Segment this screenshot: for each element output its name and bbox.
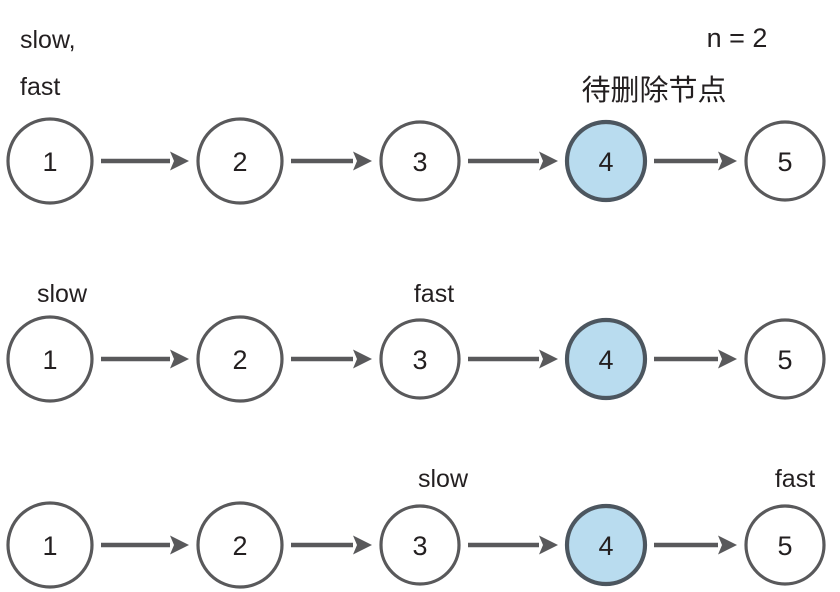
- pointer-label-text: slow: [37, 280, 88, 308]
- node-circle-highlighted: [564, 119, 648, 203]
- node-3[interactable]: 3: [379, 318, 461, 400]
- node-value-label: 5: [777, 531, 792, 561]
- node-value-label: 4: [598, 345, 613, 375]
- node-5[interactable]: 5: [744, 120, 826, 202]
- node-value-label: 2: [232, 531, 247, 561]
- annotations: n = 2 待删除节点: [581, 23, 767, 107]
- node-circle: [6, 501, 94, 589]
- pointer-label-text: slow,: [20, 26, 76, 54]
- edge-arrowhead: [539, 349, 558, 369]
- edge-arrowhead: [718, 535, 737, 555]
- edge-arrowhead: [718, 349, 737, 369]
- edge-arrow-4: [654, 151, 737, 171]
- node-5[interactable]: 5: [744, 504, 826, 586]
- edge-arrow-1: [101, 151, 189, 171]
- edge-arrow-3: [468, 535, 558, 555]
- node-4[interactable]: 4: [564, 503, 648, 587]
- node-5[interactable]: 5: [744, 318, 826, 400]
- node-3[interactable]: 3: [379, 120, 461, 202]
- pointer-label-text: fast: [414, 280, 454, 308]
- edge-arrowhead: [539, 151, 558, 171]
- node-circle: [744, 504, 826, 586]
- edge-arrow-3: [468, 349, 558, 369]
- node-value-label: 3: [412, 345, 427, 375]
- pointer-label-text: slow: [418, 465, 469, 493]
- node-circle-highlighted: [564, 503, 648, 587]
- row-1: 1 2 3 4 5 slow, fast: [6, 26, 826, 205]
- edge-arrowhead: [539, 535, 558, 555]
- edge-arrowhead: [718, 151, 737, 171]
- node-value-label: 1: [42, 345, 57, 375]
- edge-arrowhead: [353, 349, 372, 369]
- edge-arrowhead: [353, 535, 372, 555]
- pointer-label-text: fast: [20, 73, 60, 101]
- edge-arrow-2: [291, 349, 372, 369]
- edge-arrow-4: [654, 349, 737, 369]
- pointer-label-slow: slow: [418, 465, 469, 493]
- node-value-label: 5: [777, 147, 792, 177]
- node-circle: [196, 501, 284, 589]
- annotation-delete-target: 待删除节点: [581, 74, 726, 107]
- node-circle: [6, 117, 94, 205]
- node-circle: [379, 120, 461, 202]
- node-1[interactable]: 1: [6, 501, 94, 589]
- pointer-label-text: fast: [775, 465, 815, 493]
- annotation-n-value: n = 2: [707, 23, 768, 53]
- edge-arrowhead: [353, 151, 372, 171]
- node-value-label: 4: [598, 147, 613, 177]
- edge-arrowhead: [170, 535, 189, 555]
- node-value-label: 3: [412, 147, 427, 177]
- edge-arrowhead: [170, 349, 189, 369]
- node-3[interactable]: 3: [379, 504, 461, 586]
- node-value-label: 5: [777, 345, 792, 375]
- edge-arrowhead: [170, 151, 189, 171]
- node-circle: [744, 120, 826, 202]
- node-4[interactable]: 4: [564, 119, 648, 203]
- node-circle: [6, 315, 94, 403]
- edge-arrow-1: [101, 349, 189, 369]
- pointer-label-fast: fast: [414, 280, 454, 308]
- node-4[interactable]: 4: [564, 317, 648, 401]
- node-1[interactable]: 1: [6, 315, 94, 403]
- node-2[interactable]: 2: [196, 117, 284, 205]
- row-3: 1 2 3 4 5 slow fast: [6, 465, 826, 589]
- node-circle: [196, 117, 284, 205]
- row-2: 1 2 3 4 5 slow fast: [6, 280, 826, 403]
- node-circle: [379, 318, 461, 400]
- edge-arrow-4: [654, 535, 737, 555]
- node-1[interactable]: 1: [6, 117, 94, 205]
- node-value-label: 2: [232, 147, 247, 177]
- pointer-label-slow: slow: [37, 280, 88, 308]
- edge-arrow-2: [291, 535, 372, 555]
- node-circle: [379, 504, 461, 586]
- node-value-label: 2: [232, 345, 247, 375]
- node-value-label: 1: [42, 147, 57, 177]
- node-value-label: 3: [412, 531, 427, 561]
- edge-arrow-2: [291, 151, 372, 171]
- node-value-label: 1: [42, 531, 57, 561]
- pointer-label-slow-fast: slow, fast: [20, 26, 76, 101]
- pointer-label-fast: fast: [775, 465, 815, 493]
- node-2[interactable]: 2: [196, 501, 284, 589]
- node-circle: [744, 318, 826, 400]
- node-circle: [196, 315, 284, 403]
- node-value-label: 4: [598, 531, 613, 561]
- node-2[interactable]: 2: [196, 315, 284, 403]
- node-circle-highlighted: [564, 317, 648, 401]
- edge-arrow-1: [101, 535, 189, 555]
- edge-arrow-3: [468, 151, 558, 171]
